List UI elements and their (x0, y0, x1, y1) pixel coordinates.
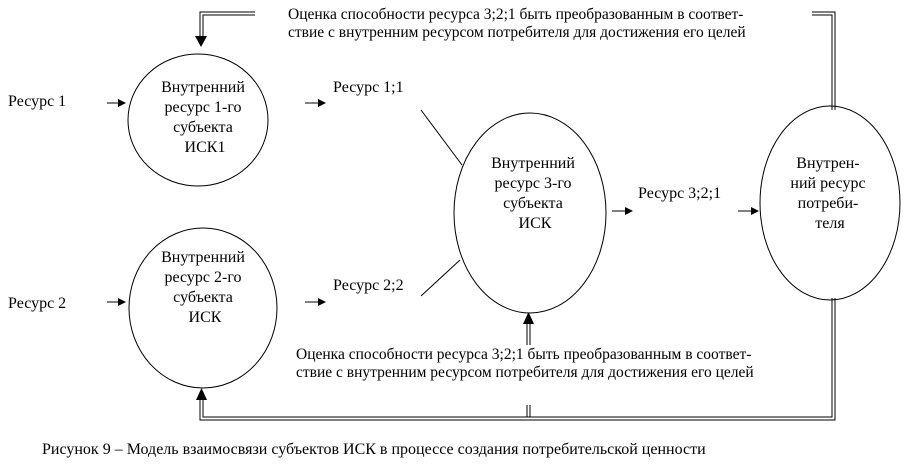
subject1-label: Внутренний ресурс 1-го субъекта ИСК1 (161, 79, 249, 156)
subject2-feedback-arrowhead (196, 388, 207, 400)
subject3-label: Внутренний ресурс 3-го субъекта ИСК (491, 155, 579, 232)
r22-connector (420, 259, 461, 297)
bottom-feedback-loop (199, 298, 836, 421)
resource2-label: Ресурс 2 (8, 295, 66, 312)
subject2-node (128, 227, 278, 389)
resource1-label: Ресурс 1 (8, 93, 66, 110)
bottom-feedback-text: Оценка способности ресурса 3;2;1 быть пр… (296, 346, 755, 381)
subject3-node (453, 112, 607, 314)
subject2-label: Внутренний ресурс 2-го субъекта ИСК (161, 249, 249, 326)
consumer-node (759, 105, 901, 301)
figure-caption: Рисунок 9 – Модель взаимосвязи субъектов… (42, 441, 706, 458)
r321-label: Ресурс 3;2;1 (638, 185, 721, 202)
r22-label: Ресурс 2;2 (333, 277, 404, 294)
r11-connector (420, 109, 463, 166)
subject1-node (127, 53, 269, 187)
r11-label: Ресурс 1;1 (333, 79, 404, 96)
top-feedback-arrowhead (195, 36, 207, 47)
subject3-feedback-arrowhead (523, 312, 534, 324)
consumer-label: Внутрен- ний ресурс потреби- теля (790, 155, 869, 232)
top-feedback-text: Оценка способности ресурса 3;2;1 быть пр… (288, 6, 747, 41)
top-feedback-loop (199, 11, 836, 110)
